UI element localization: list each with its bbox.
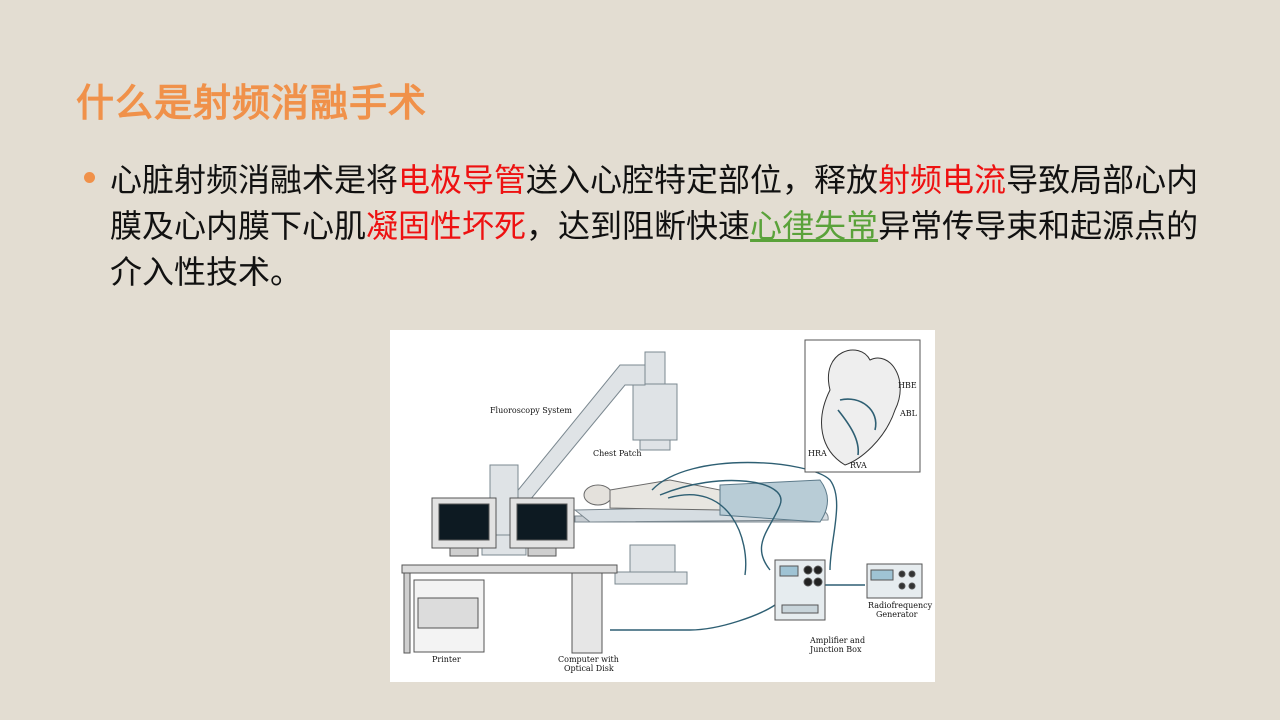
slide-title: 什么是射频消融手术 — [76, 81, 428, 125]
fluoroscopy-system — [481, 351, 688, 585]
desk — [401, 564, 618, 654]
text-segment: ，达到阻断快速 — [526, 207, 751, 245]
patient-table — [573, 479, 829, 523]
text-segment: 送入心腔特定部位，释放 — [526, 161, 879, 199]
label-amplifier-2: Junction Box — [809, 645, 862, 654]
cables — [610, 461, 865, 631]
label-printer: Printer — [432, 655, 461, 664]
rf-generator — [866, 563, 923, 599]
arrhythmia-link[interactable]: 心律失常 — [750, 207, 879, 245]
label-amplifier-1: Amplifier and — [809, 636, 865, 645]
text-segment: 心脏射频消融术是将 — [110, 161, 399, 199]
highlight-electrode-catheter: 电极导管 — [398, 161, 527, 199]
bullet-dot — [84, 172, 95, 183]
highlight-coagulation-necrosis: 凝固性坏死 — [366, 207, 527, 245]
label-rva: RVA — [850, 461, 867, 470]
heart-inset — [804, 339, 921, 473]
label-computer-1: Computer with — [558, 655, 619, 664]
label-hra: HRA — [808, 449, 827, 458]
label-rf-1: Radiofrequency — [868, 601, 933, 610]
slide-paragraph: 心脏射频消融术是将电极导管送入心腔特定部位，释放射频电流导致局部心内膜及心内膜下… — [110, 157, 1200, 295]
ablation-setup-illustration: Fluoroscopy System Chest Patch Printer C… — [390, 330, 935, 682]
text-segment: 导致局部心内膜及心内膜下心肌 — [110, 161, 1199, 245]
label-computer-2: Optical Disk — [564, 664, 614, 673]
label-rf-2: Generator — [876, 610, 918, 619]
highlight-rf-current: 射频电流 — [878, 161, 1007, 199]
text-segment: 异常传导束和起源点的介入性技术。 — [110, 207, 1199, 291]
label-fluoroscopy: Fluoroscopy System — [490, 406, 572, 415]
label-abl: ABL — [899, 409, 918, 418]
amplifier-junction-box — [774, 559, 826, 621]
monitors — [431, 497, 575, 557]
label-hbe: HBE — [898, 381, 917, 390]
label-chest-patch: Chest Patch — [593, 449, 642, 458]
